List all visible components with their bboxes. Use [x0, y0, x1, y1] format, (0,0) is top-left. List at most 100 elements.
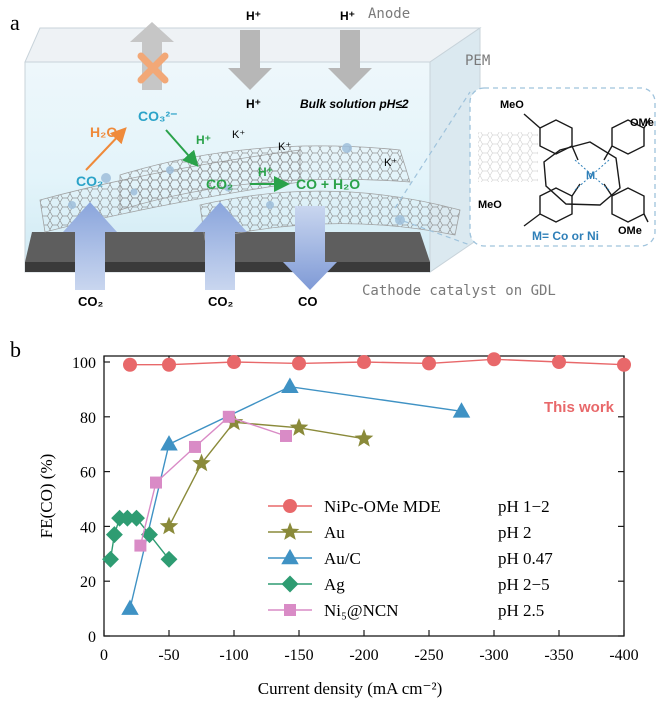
- y-tick-label: 40: [80, 519, 96, 536]
- legend-series-name: Ag: [324, 575, 345, 594]
- y-tick-label: 100: [72, 355, 96, 372]
- data-point: [118, 509, 136, 527]
- data-point: [121, 599, 139, 615]
- data-point: [227, 355, 241, 369]
- y-tick-label: 80: [80, 410, 96, 427]
- data-point: [357, 355, 371, 369]
- x-tick-label: -300: [479, 647, 508, 664]
- blocked-up-arrow: [130, 22, 174, 90]
- legend-entry: Au/C pH 0.47: [268, 548, 553, 568]
- legend-marker: [281, 548, 299, 565]
- h-plus-label-1: H⁺: [246, 9, 261, 23]
- metal-center-label: M: [586, 170, 595, 182]
- bulk-solution-label: Bulk solution pH≤2: [300, 97, 409, 111]
- k-plus-label-3: K⁺: [384, 157, 397, 169]
- series-nipc-ome-mde: [123, 352, 631, 372]
- y-tick-label: 60: [80, 465, 96, 482]
- this-work-annotation: This work: [544, 399, 615, 416]
- k-plus-label-1: K⁺: [232, 129, 245, 141]
- series-layer: [102, 352, 631, 615]
- proton-down-arrow-2: [328, 30, 372, 90]
- legend-ph-label: pH 1−2: [498, 497, 550, 516]
- data-point: [192, 453, 211, 472]
- data-point: [452, 402, 471, 418]
- gas-bubbles: [68, 143, 405, 225]
- h-plus-green-1: H⁺: [196, 133, 211, 147]
- x-tick-label: 0: [100, 647, 108, 664]
- y-tick-label: 20: [80, 574, 96, 591]
- series-ni-ncn: [134, 410, 292, 552]
- h2o-label: H₂O: [90, 124, 117, 140]
- data-point: [487, 352, 501, 367]
- data-point: [134, 539, 147, 552]
- cross-icon: [137, 52, 169, 84]
- co2-feed-arrow-left: [63, 202, 117, 290]
- data-point: [354, 428, 374, 447]
- pem-label: PEM: [465, 53, 490, 69]
- x-tick-label: -250: [414, 647, 443, 664]
- x-tick-label: -200: [349, 647, 378, 664]
- panel-b: b 0-50-100-150-200-250-300-350-400 02040…: [10, 337, 639, 698]
- legend-ph-label: pH 0.47: [498, 549, 553, 568]
- h-plus-green-2: H⁺: [258, 165, 273, 179]
- data-point: [128, 509, 145, 527]
- legend-marker: [283, 499, 297, 513]
- inset-background-lattice: [478, 132, 538, 182]
- legend-entry: Ag pH 2−5: [268, 575, 550, 594]
- data-point: [150, 476, 162, 489]
- legend-series-name: NiPc-OMe MDE: [324, 497, 441, 516]
- molecule-inset: MeO OMe MeO OMe M M= Co or Ni: [469, 87, 656, 247]
- data-point: [280, 429, 292, 442]
- callout-line-lower: [394, 217, 471, 246]
- metal-caption: M= Co or Ni: [532, 229, 599, 243]
- data-point: [162, 357, 176, 372]
- data-point: [292, 356, 306, 371]
- data-point: [105, 526, 123, 544]
- h-plus-label-2: H⁺: [340, 9, 355, 23]
- co-product-label: CO: [298, 294, 318, 309]
- legend-ph-label: pH 2.5: [498, 601, 544, 620]
- y-axis: 0 20 40 60 80 100: [72, 355, 624, 646]
- x-axis: 0-50-100-150-200-250-300-350-400: [100, 356, 639, 664]
- methoxy-label-top-right: OMe: [630, 117, 654, 129]
- data-point: [141, 526, 158, 544]
- data-point: [289, 418, 309, 436]
- data-point: [160, 550, 178, 568]
- co2-species-label: CO₂: [76, 173, 103, 189]
- data-point: [189, 440, 201, 453]
- data-point: [123, 357, 137, 372]
- panel-a: a Anode PEM Cathode catalyst on GDL H⁺ H…: [10, 6, 656, 309]
- legend-marker: [280, 522, 300, 540]
- data-point: [222, 410, 235, 423]
- methoxy-label-top-left: MeO: [500, 99, 524, 111]
- legend-entry: NiPc-OMe MDE pH 1−2: [268, 497, 550, 516]
- data-point: [102, 550, 119, 568]
- h-plus-label-3: H⁺: [246, 97, 261, 111]
- carbon-nanotubes: [39, 145, 461, 241]
- methoxy-label-bottom-left: MeO: [478, 199, 502, 211]
- anode-label: Anode: [368, 6, 410, 22]
- carbonate-label: CO₃²⁻: [138, 108, 178, 124]
- hydration-arrow: [85, 127, 127, 171]
- data-point: [159, 516, 179, 535]
- legend-series-name: Au/C: [324, 549, 361, 568]
- x-tick-label: -350: [544, 647, 573, 664]
- protonation-arrow: [165, 129, 199, 167]
- co2-feed-label-middle: CO₂: [208, 294, 234, 309]
- phthalocyanine-structure: [523, 113, 651, 227]
- legend-marker: [281, 575, 299, 593]
- series-line: [139, 416, 287, 546]
- legend-ph-label: pH 2−5: [498, 575, 550, 594]
- legend-ph-label: pH 2: [498, 523, 532, 542]
- y-tick-label: 0: [88, 629, 96, 646]
- x-tick-label: -400: [609, 647, 638, 664]
- panel-b-label: b: [10, 337, 21, 362]
- co2-regenerated-label: CO₂: [206, 176, 233, 192]
- data-point: [617, 357, 631, 372]
- co-h2o-product-label: CO + H₂O: [296, 176, 360, 192]
- series-ag: [102, 509, 178, 568]
- inset-frame: [469, 87, 656, 247]
